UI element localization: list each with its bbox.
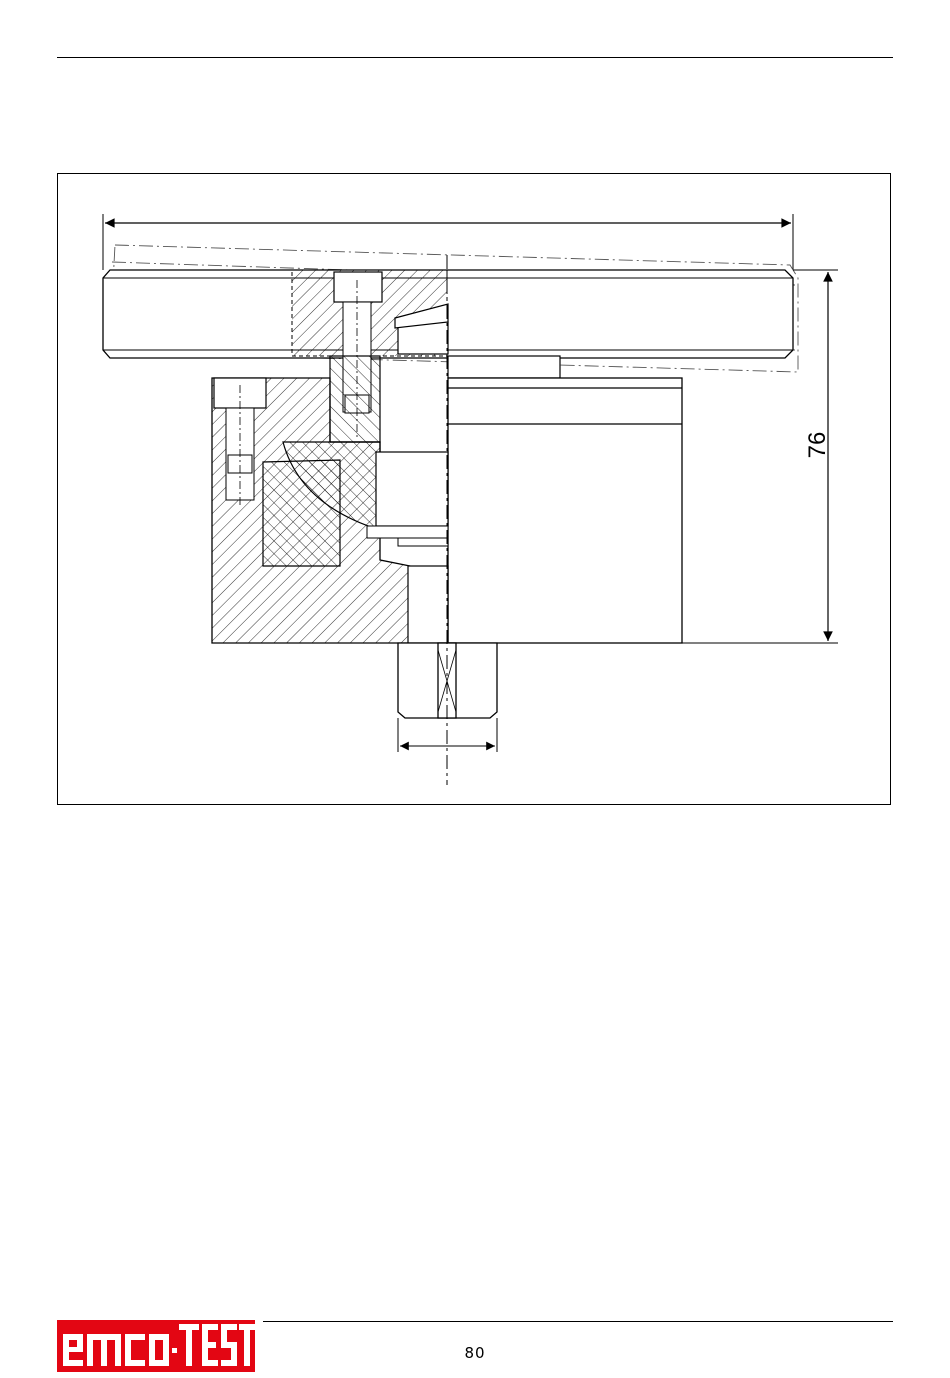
main-body bbox=[448, 378, 682, 643]
emco-test-logo bbox=[57, 1320, 257, 1372]
height-dimension-label: 76 bbox=[803, 425, 833, 465]
footer-rule bbox=[263, 1321, 893, 1322]
page-number: 80 bbox=[440, 1344, 510, 1362]
width-dimension bbox=[103, 214, 793, 270]
